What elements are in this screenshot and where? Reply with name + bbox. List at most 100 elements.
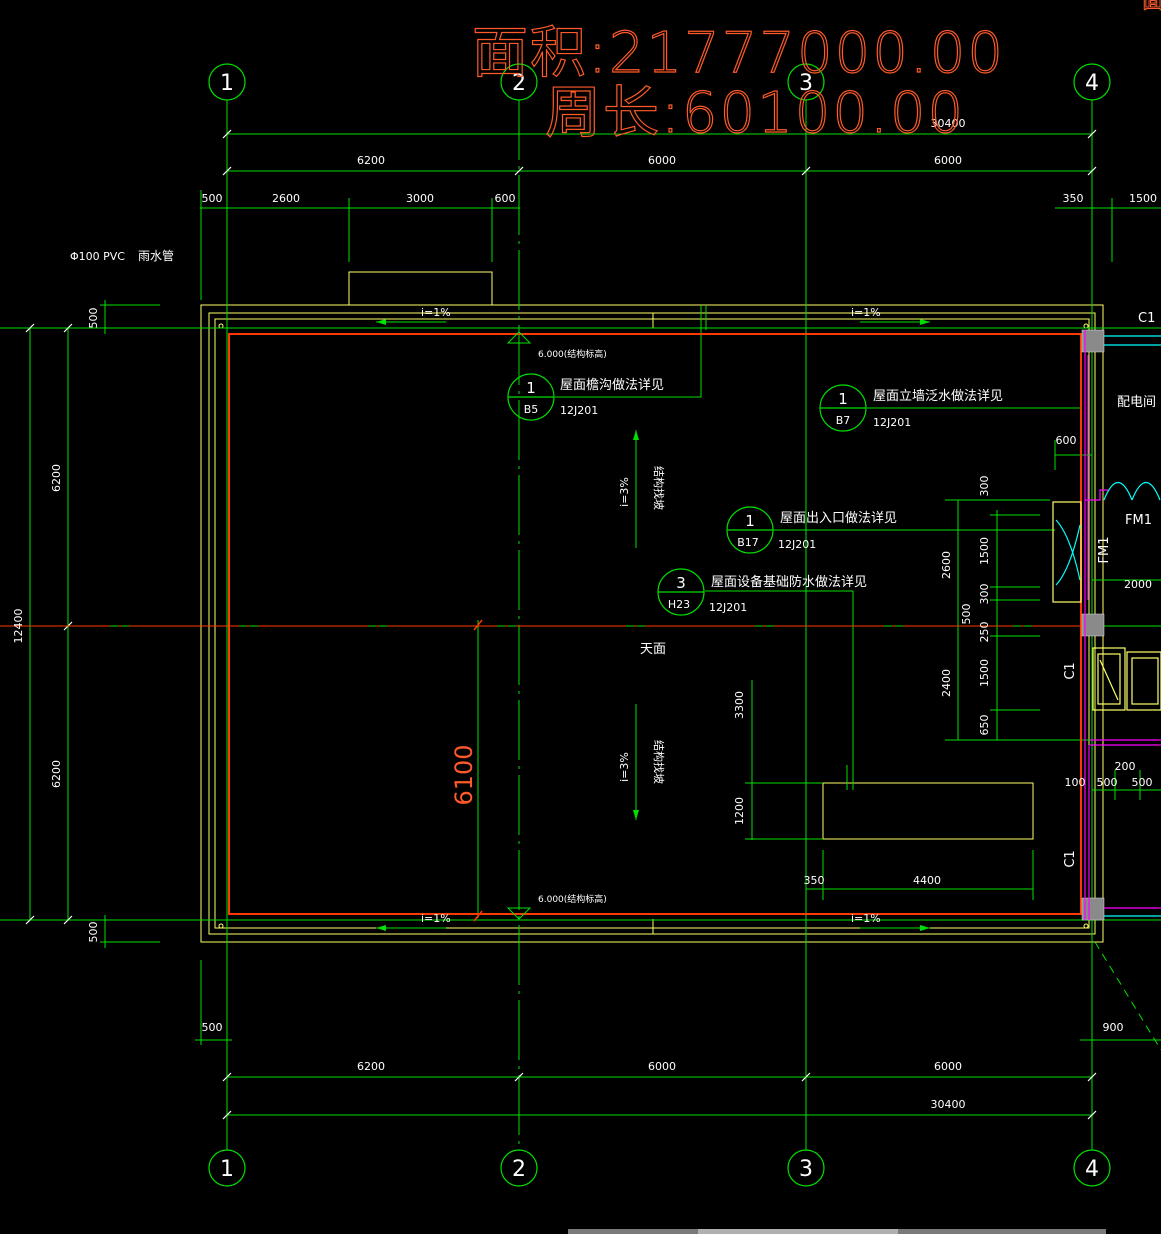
dim-pad-4400: 4400 [913, 874, 941, 887]
scrollbar-thumb[interactable] [698, 1229, 898, 1234]
dim-top-detail-350: 350 [1063, 192, 1084, 205]
slope-1-bottom-left: i=1% [421, 912, 451, 925]
dimension-ticks [25, 129, 1097, 1120]
dim-top-detail-600: 600 [495, 192, 516, 205]
dim-top-detail-2600: 2600 [272, 192, 300, 205]
detail-4-atlas: 12J201 [709, 601, 747, 614]
dim-left-small-top: 500 [87, 308, 100, 329]
dim-top-detail-1500: 1500 [1129, 192, 1157, 205]
detail-4-title: 屋面设备基础防水做法详见 [711, 574, 867, 590]
dim-pad-3300: 3300 [733, 691, 746, 719]
dim-top-span-1: 6200 [357, 154, 385, 167]
dim-stack-300b: 300 [978, 584, 991, 605]
dim-top-detail-500: 500 [202, 192, 223, 205]
electrical-room [1052, 330, 1161, 920]
pipe-label: Φ100 PVC [70, 250, 125, 263]
dim-left-total: 12400 [12, 609, 25, 644]
dim-right-2400: 2400 [940, 669, 953, 697]
axis-label-top-2: 2 [512, 71, 526, 96]
dim-left-span-2: 6200 [50, 760, 63, 788]
dim-center-6100: 6100 [450, 744, 478, 805]
axis-label-bottom-1: 1 [220, 1157, 234, 1182]
dim-room-200: 200 [1115, 760, 1136, 773]
slope-3-lower: i=3% [618, 752, 631, 782]
detail-2-title: 屋面立墙泛水做法详见 [873, 389, 1003, 404]
dim-stack-1500b: 1500 [978, 659, 991, 687]
detail-1-title: 屋面檐沟做法详见 [560, 378, 664, 393]
detail-bubbles [507, 373, 867, 616]
dim-pad-350: 350 [804, 874, 825, 887]
dim-top-detail-3000: 3000 [406, 192, 434, 205]
rain-pipe-label: 雨水管 [138, 248, 174, 263]
window-label-c1-top: C1 [1138, 311, 1155, 326]
perimeter-readout: 周长:60100.00 [545, 81, 965, 146]
window-label-c1-low: C1 [1063, 850, 1078, 867]
detail-4-sheet: H23 [668, 598, 690, 611]
dim-left-span-1: 6200 [50, 464, 63, 492]
detail-1-atlas: 12J201 [560, 404, 598, 417]
dim-bottom-span-1: 6200 [357, 1060, 385, 1073]
dim-right-600: 600 [1056, 434, 1077, 447]
detail-3-atlas: 12J201 [778, 538, 816, 551]
dim-pad-1200: 1200 [733, 797, 746, 825]
corner-glyph: 面 [1142, 0, 1161, 14]
detail-3-title: 屋面出入口做法详见 [780, 511, 897, 526]
roof-label: 天面 [640, 642, 666, 657]
dim-bottom-total: 30400 [931, 1098, 966, 1111]
axis-label-top-1: 1 [220, 71, 234, 96]
slope-1-top-right: i=1% [851, 306, 881, 319]
area-readout: 面积:21777000.00 [472, 21, 1005, 86]
dim-right-500: 500 [960, 604, 973, 625]
detail-2-num: 1 [838, 390, 848, 408]
center-dim-ticks [473, 619, 483, 922]
axis-label-bottom-4: 4 [1085, 1157, 1099, 1182]
detail-3-num: 1 [745, 512, 755, 530]
columns [1081, 329, 1105, 921]
dim-room-500b: 500 [1132, 776, 1153, 789]
slope-note-upper: 结构找坡 [652, 466, 666, 510]
slope-1-bottom-right: i=1% [851, 912, 881, 925]
axis-label-bottom-2: 2 [512, 1157, 526, 1182]
slope-3-upper: i=3% [618, 477, 631, 507]
dim-top-span-3: 6000 [934, 154, 962, 167]
dim-left-small-bottom: 500 [87, 922, 100, 943]
dim-fm-2000: 2000 [1124, 578, 1152, 591]
detail-2-atlas: 12J201 [873, 416, 911, 429]
door-label-fm1-vertical: FM1 [1097, 537, 1112, 564]
dim-stack-300a: 300 [978, 476, 991, 497]
room-label: 配电间 [1117, 395, 1156, 410]
window-label-c1-mid: C1 [1063, 662, 1078, 679]
slope-note-lower: 结构找坡 [652, 740, 666, 784]
dim-room-100: 100 [1065, 776, 1086, 789]
detail-2-sheet: B7 [836, 414, 851, 427]
detail-3-sheet: B17 [737, 536, 759, 549]
axis-label-bottom-3: 3 [799, 1157, 813, 1182]
dim-stack-650: 650 [978, 715, 991, 736]
roof-wall-outline [228, 333, 1082, 915]
dim-room-500a: 500 [1097, 776, 1118, 789]
axis-bubbles-bottom [208, 1149, 1111, 1187]
dim-bottom-left: 500 [202, 1021, 223, 1034]
slope-arrowheads [376, 319, 930, 931]
dim-bottom-span-3: 6000 [934, 1060, 962, 1073]
elevation-top: 6.000(结构标高) [538, 348, 607, 360]
dim-right-2600: 2600 [940, 551, 953, 579]
horizontal-scrollbar[interactable] [568, 1229, 1106, 1234]
axis-bubbles-top [208, 63, 1111, 101]
dim-top-span-2: 6000 [648, 154, 676, 167]
elevation-markers [506, 331, 532, 920]
axis-label-top-4: 4 [1085, 71, 1099, 96]
door-label-fm1: FM1 [1125, 513, 1152, 528]
dim-stack-1500a: 1500 [978, 537, 991, 565]
dim-stack-250: 250 [978, 622, 991, 643]
axis-label-top-3: 3 [799, 71, 813, 96]
dim-bottom-span-2: 6000 [648, 1060, 676, 1073]
elevation-bottom: 6.000(结构标高) [538, 893, 607, 905]
dim-top-total: 30400 [931, 117, 966, 130]
slope-1-top-left: i=1% [421, 306, 451, 319]
dim-bottom-right: 900 [1103, 1021, 1124, 1034]
detail-4-num: 3 [676, 574, 686, 592]
detail-1-num: 1 [526, 379, 536, 397]
detail-1-sheet: B5 [524, 403, 539, 416]
